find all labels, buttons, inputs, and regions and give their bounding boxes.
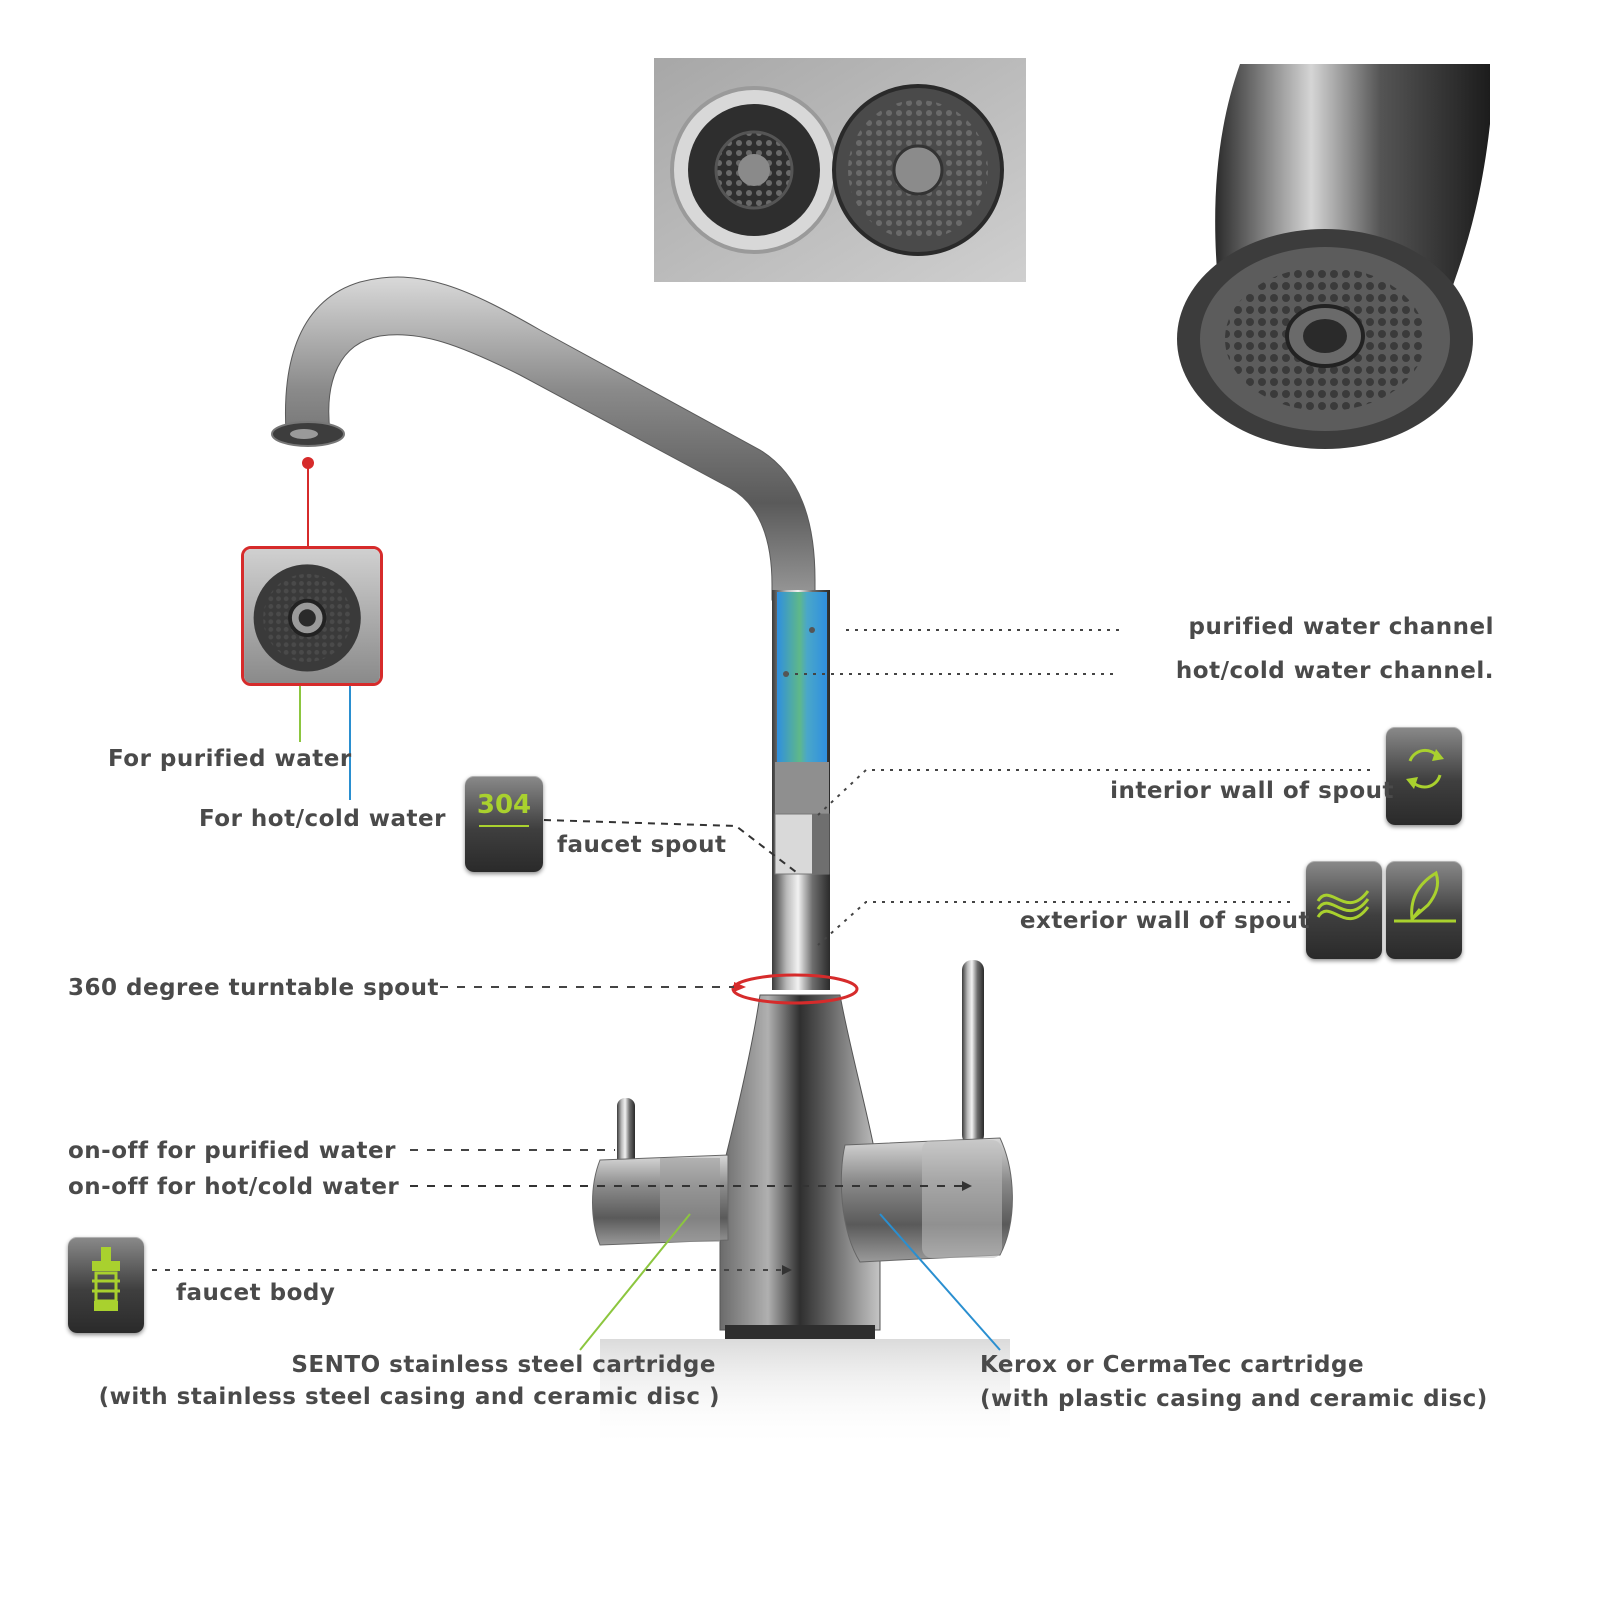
exterior-wall-label: exterior wall of spout xyxy=(1019,908,1310,934)
turntable-ring xyxy=(731,973,859,1005)
turntable-spout-label: 360 degree turntable spout xyxy=(68,975,439,1001)
sento-cartridge-note: (with stainless steel casing and ceramic… xyxy=(98,1384,720,1410)
hotcold-water-channel-label: hot/cold water channel. xyxy=(1175,658,1494,684)
onoff-purified-label: on-off for purified water xyxy=(68,1138,396,1164)
sento-cartridge-label: SENTO stainless steel cartridge xyxy=(291,1352,716,1378)
for-purified-water-label: For purified water xyxy=(108,746,352,772)
spout-tip-inset xyxy=(241,546,383,686)
feather-icon xyxy=(1386,861,1462,959)
wave-surface-icon xyxy=(1306,861,1382,959)
material-badge-text: 304 xyxy=(476,790,532,820)
faucet-body-label: faucet body xyxy=(176,1280,336,1306)
cartridge-icon xyxy=(68,1237,144,1333)
for-hotcold-water-label: For hot/cold water xyxy=(199,806,446,832)
spout-closeup-photo xyxy=(1160,64,1510,456)
kerox-cartridge-label: Kerox or CermaTec cartridge xyxy=(980,1352,1365,1378)
purified-water-channel-label: purified water channel xyxy=(1188,614,1494,640)
recycle-arrows-icon xyxy=(1386,727,1462,825)
water-channel-cutaway xyxy=(777,592,827,762)
stainless-304-icon: 304 xyxy=(465,776,543,872)
kerox-cartridge-note: (with plastic casing and ceramic disc) xyxy=(980,1386,1488,1412)
faucet-spout-label: faucet spout xyxy=(557,832,727,858)
onoff-hotcold-label: on-off for hot/cold water xyxy=(68,1174,400,1200)
interior-wall-label: interior wall of spout xyxy=(1110,778,1394,804)
aerator-photo xyxy=(654,58,1026,282)
